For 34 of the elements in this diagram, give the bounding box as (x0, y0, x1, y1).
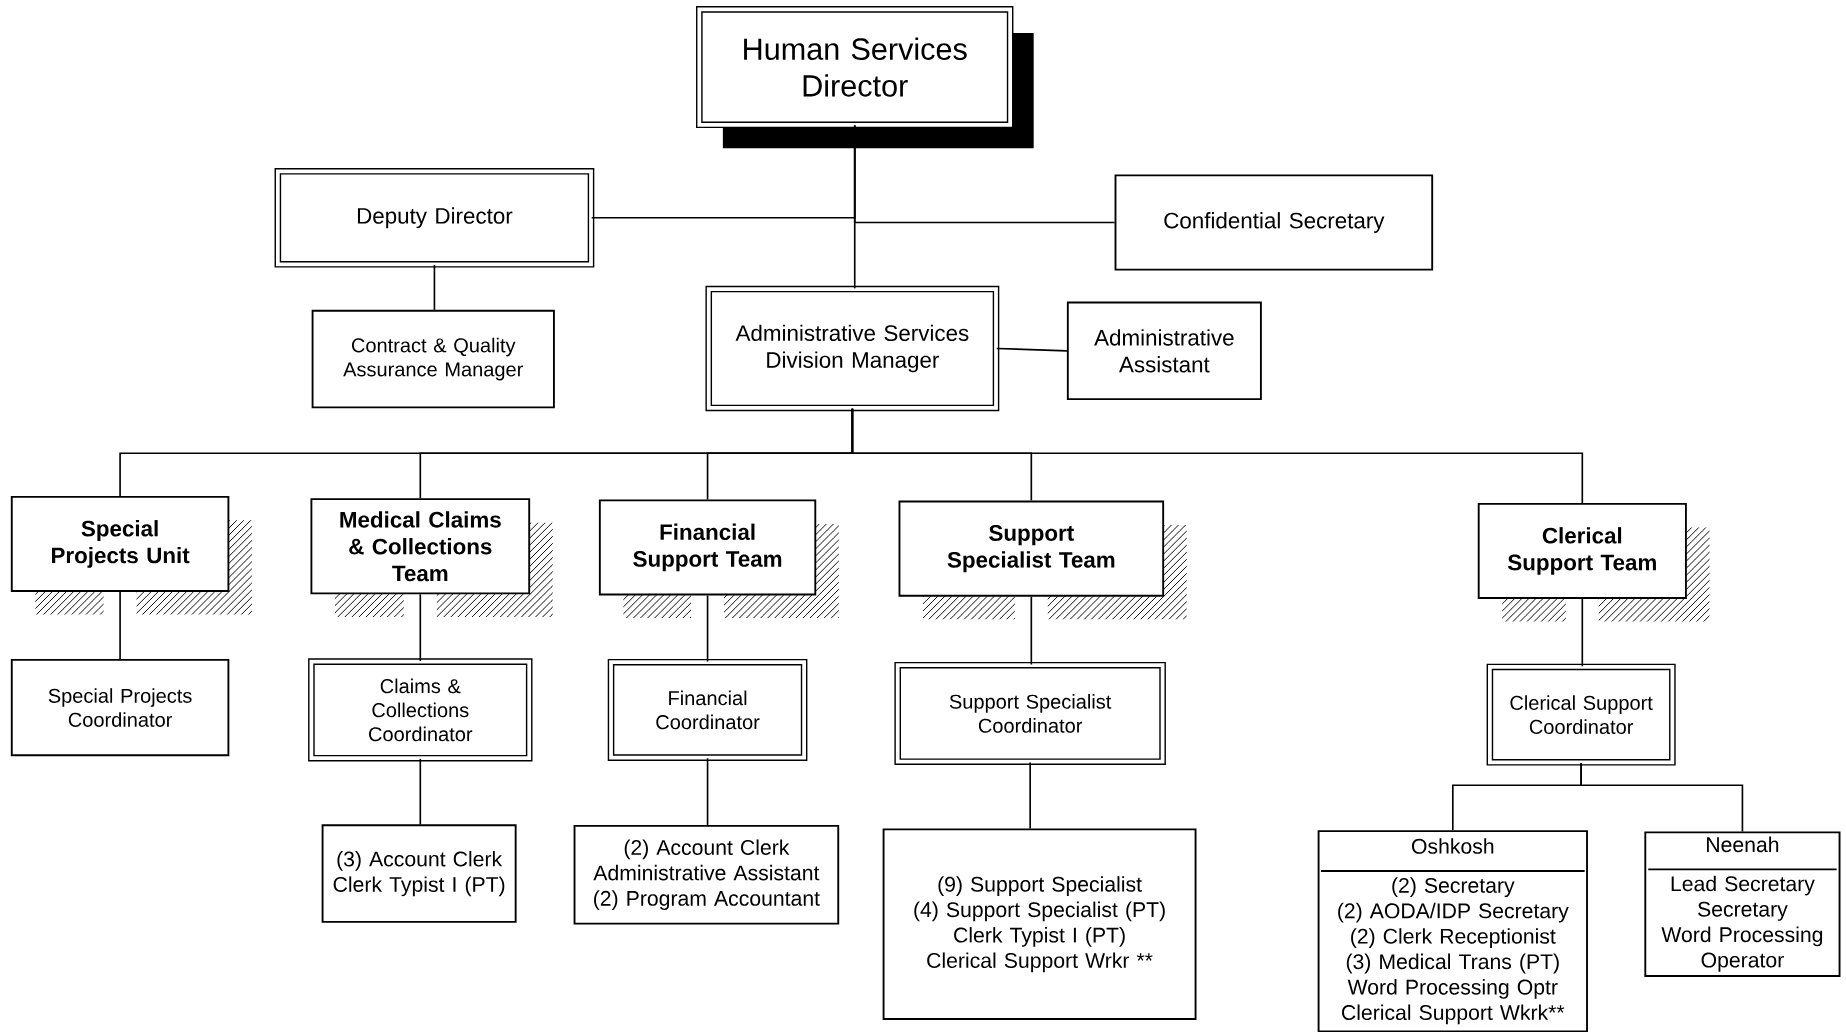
team-box: Medical Claims & Collections Team (310, 498, 531, 595)
connector-line (1580, 761, 1744, 832)
connector-line (419, 593, 422, 662)
position-box: Confidential Secretary (1114, 174, 1434, 271)
connector-line (995, 347, 1068, 352)
connector-line (1029, 761, 1031, 830)
team-box: Special Projects Unit (10, 495, 230, 592)
position-box: Deputy Director (274, 167, 595, 268)
connector-line (853, 124, 856, 289)
team-box: Support Specialist Team (898, 500, 1165, 597)
connector-line (1030, 595, 1033, 666)
staff-box: (3) Account Clerk Clerk Typist I (PT) (321, 824, 517, 923)
staff-box: (9) Support Specialist (4) Support Specialist (PT) Clerk Typist I (PT) Clerical Support Wrkr ** (882, 828, 1197, 1020)
coordinator-box: Claims & Collections Coordinator (308, 658, 533, 762)
coordinator-box: Clerical Support Coordinator (1486, 663, 1676, 766)
coordinator-box: Special Projects Coordinator (10, 658, 230, 756)
position-box: Administrative Assistant (1066, 301, 1262, 400)
connector-line (706, 594, 709, 663)
manager-box: Administrative Services Division Manager (705, 285, 1000, 411)
connector-line (706, 757, 709, 826)
staff-box: Oshkosh (2) Secretary (2) AODA/IDP Secretary (2) Clerk Receptionist (3) Medical Trans (PT) Word Processing Optr Clerical Support Wkrk** (1317, 830, 1588, 1032)
position-box: Contract & Quality Assurance Manager (311, 309, 555, 409)
staff-box: (2) Account Clerk Administrative Assistant (2) Program Accountant (573, 824, 840, 925)
director-box: Human Services Director (696, 5, 1014, 128)
coordinator-box: Support Specialist Coordinator (894, 661, 1166, 765)
connector-line (419, 757, 422, 825)
connector-line (433, 263, 436, 311)
connector-line (119, 590, 121, 660)
staff-box: Neenah Lead Secretary Secretary Word Processing Operator (1644, 831, 1841, 977)
connector-line (1581, 597, 1584, 667)
coordinator-box: Financial Coordinator (607, 658, 808, 761)
connector-line (851, 407, 1584, 504)
team-box: Financial Support Team (598, 499, 817, 596)
team-box: Clerical Support Team (1477, 502, 1687, 599)
